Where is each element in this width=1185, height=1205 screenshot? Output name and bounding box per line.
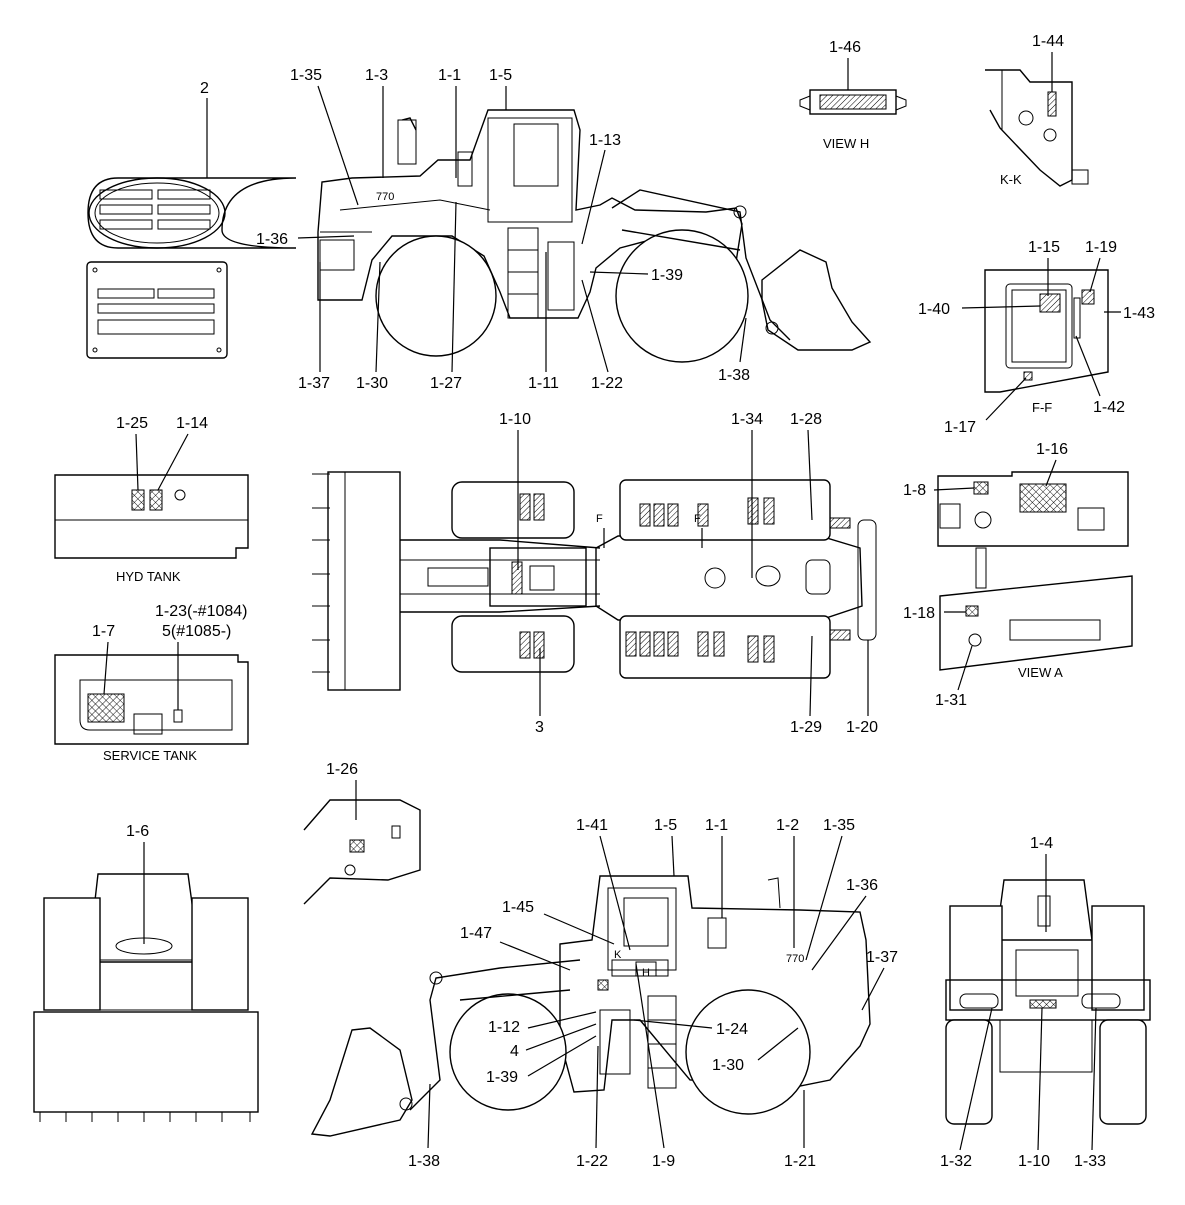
label-5: 5(#1085-)	[162, 623, 231, 640]
label-1-42: 1-42	[1093, 399, 1125, 416]
label-1-14: 1-14	[176, 415, 208, 432]
side-view-top-labels: 2 1-35 1-3 1-1 1-5 1-13 1-36 1-39 1-37 1…	[200, 67, 750, 392]
label-1-25: 1-25	[116, 415, 148, 432]
label-1-38-bottom: 1-38	[408, 1153, 440, 1170]
label-1-3: 1-3	[365, 67, 388, 84]
label-1-33: 1-33	[1074, 1153, 1106, 1170]
label-1-15: 1-15	[1028, 239, 1060, 256]
label-1-26: 1-26	[326, 761, 358, 778]
label-1-45: 1-45	[502, 899, 534, 916]
side-view-top: 770	[317, 109, 872, 363]
label-1-22-bottom: 1-22	[576, 1153, 608, 1170]
label-1-35-bottom: 1-35	[823, 817, 855, 834]
caption-kk: K-K	[1000, 172, 1022, 187]
label-1-30-top: 1-30	[356, 375, 388, 392]
box-h: H	[642, 967, 650, 979]
label-1-19: 1-19	[1085, 239, 1117, 256]
label-1-6: 1-6	[126, 823, 149, 840]
label-1-1-top: 1-1	[438, 67, 461, 84]
label-1-36-top: 1-36	[256, 231, 288, 248]
section-kk: 1-44 K-K	[985, 33, 1089, 187]
caption-hyd-tank: HYD TANK	[116, 569, 181, 584]
label-1-44: 1-44	[1032, 33, 1064, 50]
label-1-46: 1-46	[829, 39, 861, 56]
label-1-35-top: 1-35	[290, 67, 322, 84]
section-mark-f2: F	[694, 513, 701, 525]
box-k: K	[614, 949, 622, 961]
service-tank: 1-23(-#1084) 5(#1085-) 1-7 SERVICE TANK	[54, 603, 249, 763]
label-1-2: 1-2	[776, 817, 799, 834]
front-view: 1-6	[33, 823, 259, 1122]
label-1-7: 1-7	[92, 623, 115, 640]
label-1-34: 1-34	[731, 411, 763, 428]
model-mark-top: 770	[376, 191, 394, 203]
label-1-30-bottom: 1-30	[712, 1057, 744, 1074]
label-1-21: 1-21	[784, 1153, 816, 1170]
section-mark-f1: F	[596, 513, 603, 525]
label-1-18: 1-18	[903, 605, 935, 622]
label-1-27: 1-27	[430, 375, 462, 392]
label-1-31: 1-31	[935, 692, 967, 709]
label-1-38-top: 1-38	[718, 367, 750, 384]
label-1-24: 1-24	[716, 1021, 748, 1038]
label-1-4: 1-4	[1030, 835, 1053, 852]
label-1-41: 1-41	[576, 817, 608, 834]
label-1-12: 1-12	[488, 1019, 520, 1036]
plan-view-labels: 1-10 1-34 1-28 3 1-29 1-20	[499, 411, 878, 736]
hyd-tank: 1-25 1-14 HYD TANK	[54, 415, 249, 584]
label-1-47: 1-47	[460, 925, 492, 942]
label-1-39-bottom: 1-39	[486, 1069, 518, 1086]
label-1-36-bottom: 1-36	[846, 877, 878, 894]
label-1-28: 1-28	[790, 411, 822, 428]
label-1-5-bottom: 1-5	[654, 817, 677, 834]
label-1-10-plan: 1-10	[499, 411, 531, 428]
name-plates	[86, 98, 297, 359]
label-1-5-top: 1-5	[489, 67, 512, 84]
label-1-39-top: 1-39	[651, 267, 683, 284]
label-1-29: 1-29	[790, 719, 822, 736]
label-2: 2	[200, 80, 209, 97]
label-1-37-bottom: 1-37	[866, 949, 898, 966]
caption-ff: F-F	[1032, 400, 1052, 415]
label-1-17: 1-17	[944, 419, 976, 436]
label-1-32: 1-32	[940, 1153, 972, 1170]
section-ff: 1-15 1-19 1-40 1-43 1-17 F-F 1-42	[918, 239, 1155, 436]
label-1-37-top: 1-37	[298, 375, 330, 392]
label-1-20: 1-20	[846, 719, 878, 736]
label-3: 3	[535, 719, 544, 736]
label-4: 4	[510, 1043, 519, 1060]
label-1-10-rear: 1-10	[1018, 1153, 1050, 1170]
view-h: 1-46 VIEW H	[799, 39, 907, 151]
label-1-16: 1-16	[1036, 441, 1068, 458]
label-1-13: 1-13	[589, 132, 621, 149]
side-view-bottom-labels: 1-41 1-5 1-1 1-2 1-35 1-36 1-45 1-47 1-3…	[408, 817, 898, 1170]
label-1-40: 1-40	[918, 301, 950, 318]
label-1-1-bottom: 1-1	[705, 817, 728, 834]
plan-view: F F	[312, 471, 877, 691]
label-1-9: 1-9	[652, 1153, 675, 1170]
label-1-43: 1-43	[1123, 305, 1155, 322]
view-a: 1-16 1-8 1-18 VIEW A 1-31	[903, 441, 1133, 709]
label-1-22-top: 1-22	[591, 375, 623, 392]
detail-1-26: 1-26	[303, 761, 421, 905]
caption-view-h: VIEW H	[823, 136, 869, 151]
rear-view: 1-4 1-32 1-10 1-33	[940, 835, 1151, 1170]
label-1-11: 1-11	[528, 375, 559, 392]
side-view-bottom: 770 K H	[310, 875, 871, 1137]
caption-view-a: VIEW A	[1018, 665, 1063, 680]
caption-service-tank: SERVICE TANK	[103, 748, 197, 763]
label-1-23: 1-23(-#1084)	[155, 603, 248, 620]
label-1-8: 1-8	[903, 482, 926, 499]
model-mark-bottom: 770	[786, 953, 804, 965]
